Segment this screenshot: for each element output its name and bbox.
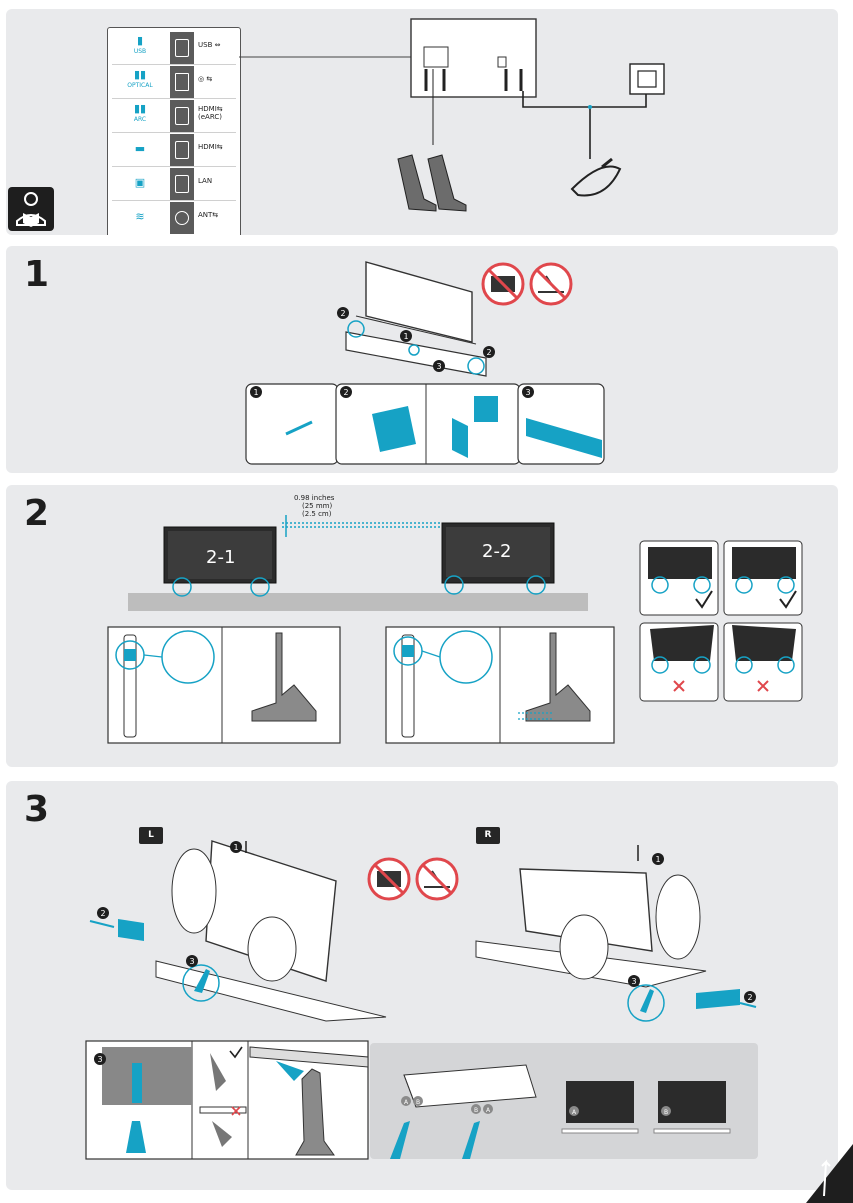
callout-marker: 3 xyxy=(433,360,445,372)
set-top-box-icon: ▬ xyxy=(134,142,146,155)
antenna-icon: ≋ xyxy=(135,210,145,223)
stand-mark-b: B xyxy=(413,1096,423,1106)
step-1-unpacking-diagram: 2 1 3 2 1 2 3 xyxy=(245,261,605,465)
svg-text:3: 3 xyxy=(436,362,441,371)
right-side-tag: R xyxy=(476,827,500,844)
step-1-panel: 1 2 1 3 2 1 2 3 xyxy=(6,246,838,473)
callout-marker: 3 xyxy=(94,1053,106,1065)
port-label: ◎ ⇆ xyxy=(198,75,213,83)
port-table: ▮USB USB ⇔ ▮▮OPTICAL ◎ ⇆ ▮▮ARC HDMI⇆ (eA… xyxy=(107,27,241,235)
page-turn-corner-icon[interactable] xyxy=(806,1144,853,1203)
stand-mark-a: A xyxy=(569,1106,579,1116)
port-label: USB ⇔ xyxy=(198,41,221,49)
hdmi-socket-icon xyxy=(170,134,194,166)
callout-marker: 1 xyxy=(250,386,262,398)
port-row-arc: ▮▮ARC HDMI⇆ (eARC) xyxy=(112,100,236,133)
svg-text:A: A xyxy=(404,1099,409,1106)
cross-icon xyxy=(757,680,769,692)
lan-socket-icon xyxy=(170,168,194,200)
svg-text:1: 1 xyxy=(233,843,238,852)
port-label: HDMI⇆ xyxy=(198,143,223,151)
callout-marker: 3 xyxy=(186,955,198,967)
no-pressing-screen-icon xyxy=(529,262,573,306)
callout-marker: 3 xyxy=(628,975,640,987)
usb-socket-icon xyxy=(170,32,194,64)
port-label: HDMI⇆ (eARC) xyxy=(198,105,223,121)
port-row-usb: ▮USB USB ⇔ xyxy=(112,32,236,65)
stand-mark-a: A xyxy=(401,1096,411,1106)
left-side-tag: L xyxy=(139,827,163,844)
callout-marker: 3 xyxy=(522,386,534,398)
callout-marker: 1 xyxy=(400,330,412,342)
cross-icon xyxy=(231,1106,241,1116)
callout-marker: 2 xyxy=(483,346,495,358)
svg-text:1: 1 xyxy=(655,855,660,864)
port-caption: OPTICAL xyxy=(127,82,153,89)
tv-rear-diagram xyxy=(239,18,665,212)
step-2-panel: 2 xyxy=(6,485,838,767)
step-2-stand-height-diagram xyxy=(107,515,803,744)
callout-marker: 2 xyxy=(337,307,349,319)
no-pressing-screen-icon xyxy=(415,857,459,901)
no-lying-flat-icon xyxy=(481,262,525,306)
svg-text:B: B xyxy=(474,1107,478,1114)
svg-text:2: 2 xyxy=(486,348,491,357)
check-icon xyxy=(779,590,797,609)
optical-socket-icon xyxy=(170,66,194,98)
svg-text:1: 1 xyxy=(253,388,258,397)
connections-panel: ▮USB USB ⇔ ▮▮OPTICAL ◎ ⇆ ▮▮ARC HDMI⇆ (eA… xyxy=(6,9,838,235)
port-row-antenna: ≋ ANT⇆ xyxy=(112,202,236,234)
port-row-lan: ▣ LAN xyxy=(112,168,236,201)
antenna-socket-icon xyxy=(170,202,194,234)
no-lying-flat-icon xyxy=(367,857,411,901)
check-icon xyxy=(229,1046,243,1059)
optical-icon: ▮▮OPTICAL xyxy=(114,68,166,96)
lan-icon: ▣ xyxy=(134,176,146,189)
svg-text:3: 3 xyxy=(631,977,636,986)
check-icon xyxy=(695,590,713,609)
port-label: ANT⇆ xyxy=(198,211,219,219)
usb-icon: ▮USB xyxy=(114,34,166,62)
port-caption: USB xyxy=(133,48,147,55)
svg-text:2: 2 xyxy=(340,309,345,318)
tv-label-2-1: 2-1 xyxy=(206,547,236,568)
svg-text:B: B xyxy=(664,1109,668,1116)
svg-text:1: 1 xyxy=(403,332,408,341)
callout-marker: 2 xyxy=(744,991,756,1003)
step-number: 1 xyxy=(24,254,50,295)
callout-marker: 1 xyxy=(230,841,242,853)
step-number: 2 xyxy=(24,493,50,534)
callout-marker: 2 xyxy=(340,386,352,398)
step-number: 3 xyxy=(24,789,50,830)
port-label: LAN xyxy=(198,177,213,185)
svg-text:2: 2 xyxy=(747,993,752,1002)
cross-icon xyxy=(673,680,685,692)
svg-text:3: 3 xyxy=(189,957,194,966)
manual-reading-icon xyxy=(8,187,54,231)
svg-text:B: B xyxy=(416,1099,420,1106)
svg-text:2: 2 xyxy=(100,909,105,918)
stand-mark-b: B xyxy=(471,1104,481,1114)
arc-icon: ▮▮ARC xyxy=(114,102,166,130)
svg-text:3: 3 xyxy=(525,388,530,397)
stand-mark-b: B xyxy=(661,1106,671,1116)
gap-measure-mm: (25 mm) xyxy=(302,502,333,510)
callout-marker: 2 xyxy=(97,907,109,919)
callout-marker: 1 xyxy=(652,853,664,865)
gap-measure-inches: 0.98 inches xyxy=(294,494,335,502)
svg-text:A: A xyxy=(572,1109,577,1116)
tv-label-2-2: 2-2 xyxy=(482,541,512,562)
port-row-hdmi: ▬ HDMI⇆ xyxy=(112,134,236,167)
step-3-panel: 3 L R 1 2 3 xyxy=(6,781,838,1190)
stand-mark-a: A xyxy=(483,1104,493,1114)
hdmi-earc-socket-icon xyxy=(170,100,194,132)
port-caption: ARC xyxy=(133,116,147,123)
port-row-optical: ▮▮OPTICAL ◎ ⇆ xyxy=(112,66,236,99)
svg-text:2: 2 xyxy=(343,388,348,397)
step-3-stand-install-diagram: 1 2 3 1 2 3 3 A xyxy=(85,840,758,1160)
gap-measure-cm: (2.5 cm) xyxy=(302,510,332,518)
svg-text:A: A xyxy=(486,1107,491,1114)
svg-text:3: 3 xyxy=(97,1055,102,1064)
